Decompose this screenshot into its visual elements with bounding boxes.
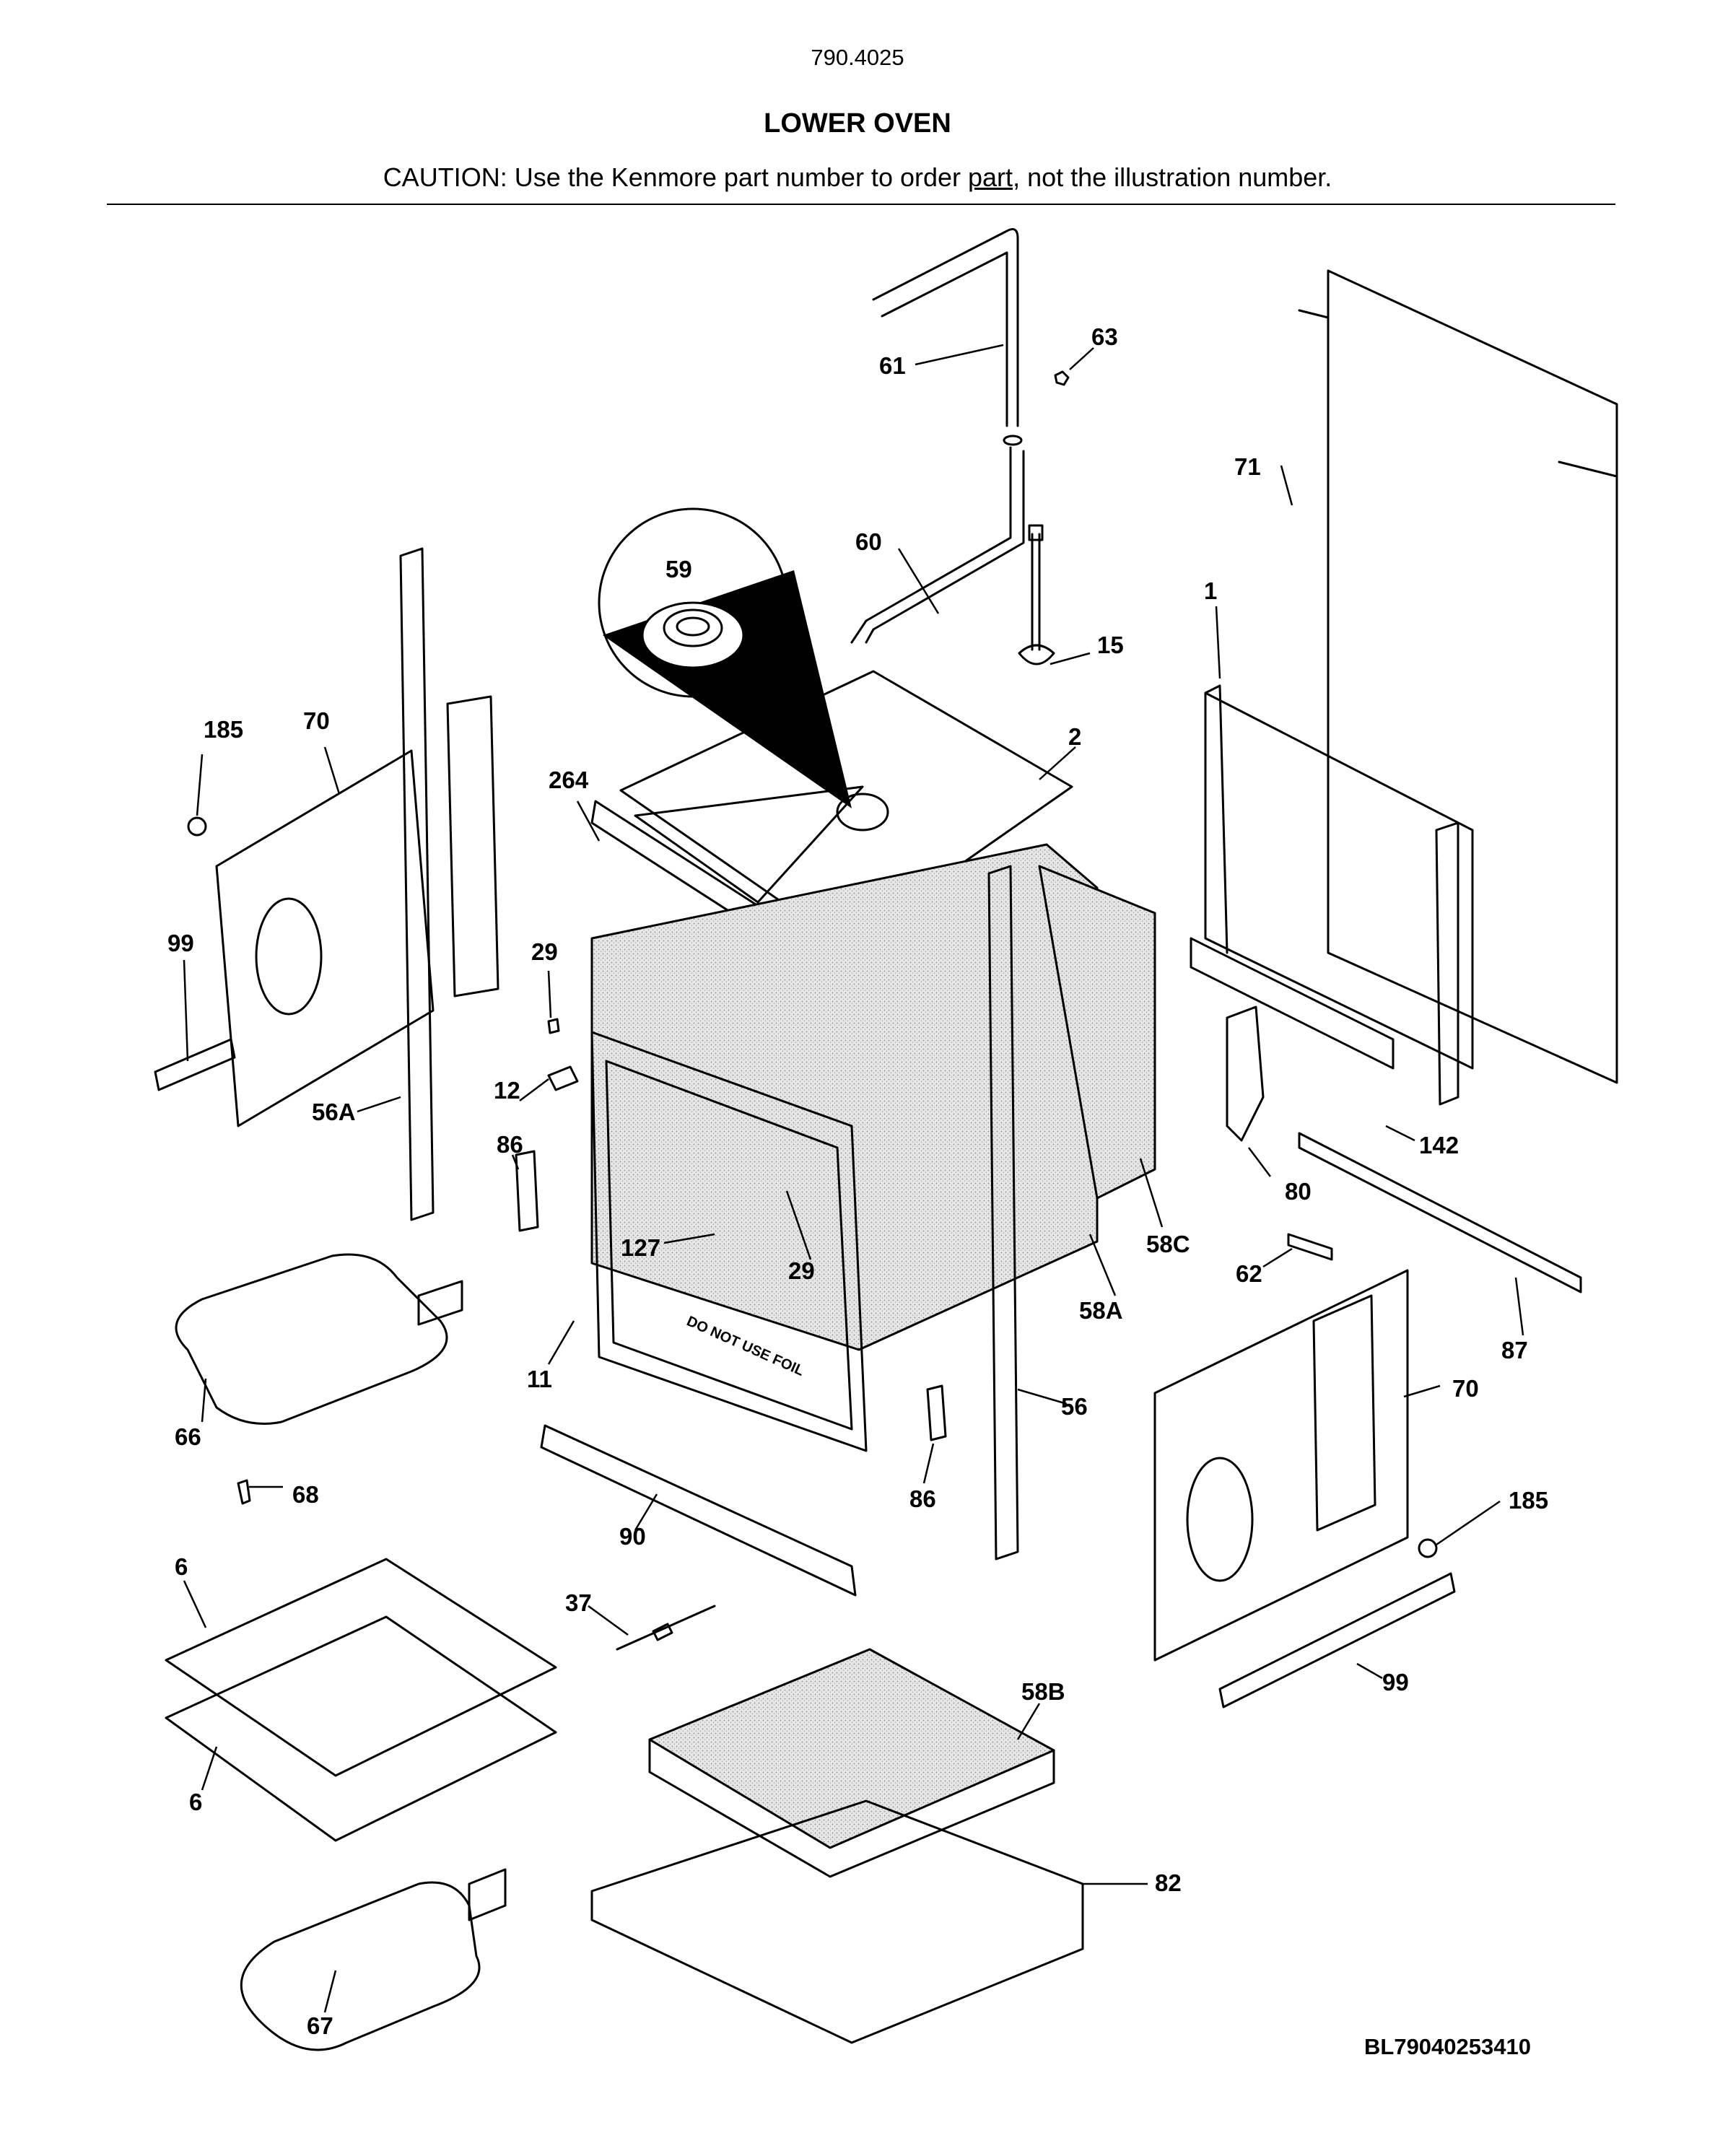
broil-element-66 — [175, 1253, 448, 1425]
header-divider — [107, 204, 1615, 205]
caution-text-suffix: , not the illustration number. — [1013, 162, 1332, 192]
callout-86-left: 86 — [497, 1131, 523, 1158]
leader-lines — [183, 344, 1524, 2013]
oven-rack-6-bottom — [165, 1615, 557, 1842]
callout-66: 66 — [175, 1423, 201, 1450]
door-frame-part — [590, 1031, 868, 1452]
side-panel-70-right — [1153, 1269, 1409, 1662]
drawing-code: BL79040253410 — [1364, 2034, 1531, 2059]
callout-71: 71 — [1234, 453, 1261, 480]
vent-tube-part — [872, 228, 1023, 446]
callout-90: 90 — [619, 1523, 646, 1550]
callout-185-left: 185 — [204, 716, 243, 743]
callout-1: 1 — [1204, 577, 1217, 604]
callout-68: 68 — [292, 1481, 319, 1508]
callout-15: 15 — [1097, 632, 1124, 658]
callout-58c: 58C — [1146, 1231, 1190, 1257]
oven-rack-6-top — [165, 1558, 557, 1777]
bake-element-67 — [240, 1881, 481, 2051]
callout-62: 62 — [1236, 1260, 1262, 1287]
callout-58a: 58A — [1079, 1297, 1123, 1324]
caution-note: CAUTION: Use the Kenmore part number to … — [0, 162, 1715, 193]
callout-29-top: 29 — [531, 938, 558, 965]
callout-56a: 56A — [312, 1099, 356, 1125]
callout-61: 61 — [879, 352, 906, 379]
rear-panel-part — [1298, 269, 1618, 1084]
callout-99-left: 99 — [167, 930, 194, 956]
rail-87-part — [1298, 1132, 1582, 1293]
callout-11: 11 — [527, 1366, 552, 1392]
sensor-37 — [616, 1605, 716, 1651]
callout-87: 87 — [1501, 1337, 1528, 1363]
plug-185-left — [187, 816, 207, 837]
callout-264: 264 — [549, 767, 589, 793]
rail-99-right — [1218, 1572, 1456, 1708]
screw-68 — [237, 1479, 251, 1505]
bottom-tray-82 — [590, 1799, 1084, 2044]
side-rail-56 — [987, 865, 1019, 1561]
callout-185-right: 185 — [1509, 1487, 1548, 1514]
callout-86-right: 86 — [909, 1485, 936, 1512]
callout-29-bottom: 29 — [788, 1257, 815, 1284]
duct-part — [850, 446, 1025, 644]
insulation-pad-58b — [648, 1648, 1055, 1849]
callout-82: 82 — [1155, 1869, 1182, 1896]
oven-cavity-insulation — [590, 843, 1099, 1351]
screw-29-top — [547, 1018, 560, 1034]
bracket-142-part — [1190, 937, 1395, 1070]
callout-6-top: 6 — [175, 1553, 188, 1580]
hinge-86-left — [515, 1150, 539, 1232]
section-title: LOWER OVEN — [764, 108, 951, 139]
caution-part-link[interactable]: part — [968, 162, 1013, 192]
callout-80: 80 — [1285, 1178, 1312, 1205]
vent-trim-90 — [540, 1424, 857, 1597]
callout-142: 142 — [1419, 1132, 1459, 1158]
callout-60: 60 — [855, 528, 882, 555]
callout-70-left: 70 — [303, 707, 330, 734]
side-bracket-rail — [1435, 821, 1459, 1106]
callout-37: 37 — [565, 1589, 592, 1616]
clip-part — [1054, 370, 1070, 386]
callout-12: 12 — [494, 1077, 520, 1104]
callout-58b: 58B — [1021, 1678, 1065, 1705]
terminal-62-part — [1287, 1233, 1333, 1261]
callout-127: 127 — [621, 1234, 660, 1261]
callout-67: 67 — [307, 2012, 333, 2039]
side-rail-56a — [399, 547, 435, 1221]
bracket-80-part — [1226, 1005, 1265, 1142]
callout-56: 56 — [1061, 1393, 1088, 1420]
oven-side-insulation-58c — [1038, 865, 1156, 1200]
callout-70-right: 70 — [1452, 1375, 1479, 1402]
model-number: 790.4025 — [811, 45, 904, 70]
hinge-86-right — [926, 1384, 947, 1441]
callout-63: 63 — [1091, 323, 1118, 350]
callout-59: 59 — [666, 556, 692, 582]
callout-99-right: 99 — [1382, 1669, 1409, 1695]
callout-6-bottom: 6 — [189, 1789, 202, 1815]
sensor-part — [1018, 524, 1055, 665]
plug-185-right — [1418, 1538, 1438, 1558]
light-socket-12 — [547, 1065, 579, 1091]
callout-2: 2 — [1068, 723, 1081, 750]
side-bracket-part — [1204, 684, 1474, 1070]
rail-99-left — [154, 1038, 236, 1091]
caution-text-prefix: CAUTION: Use the Kenmore part number to … — [383, 162, 969, 192]
side-panel-70-left — [215, 749, 435, 1127]
